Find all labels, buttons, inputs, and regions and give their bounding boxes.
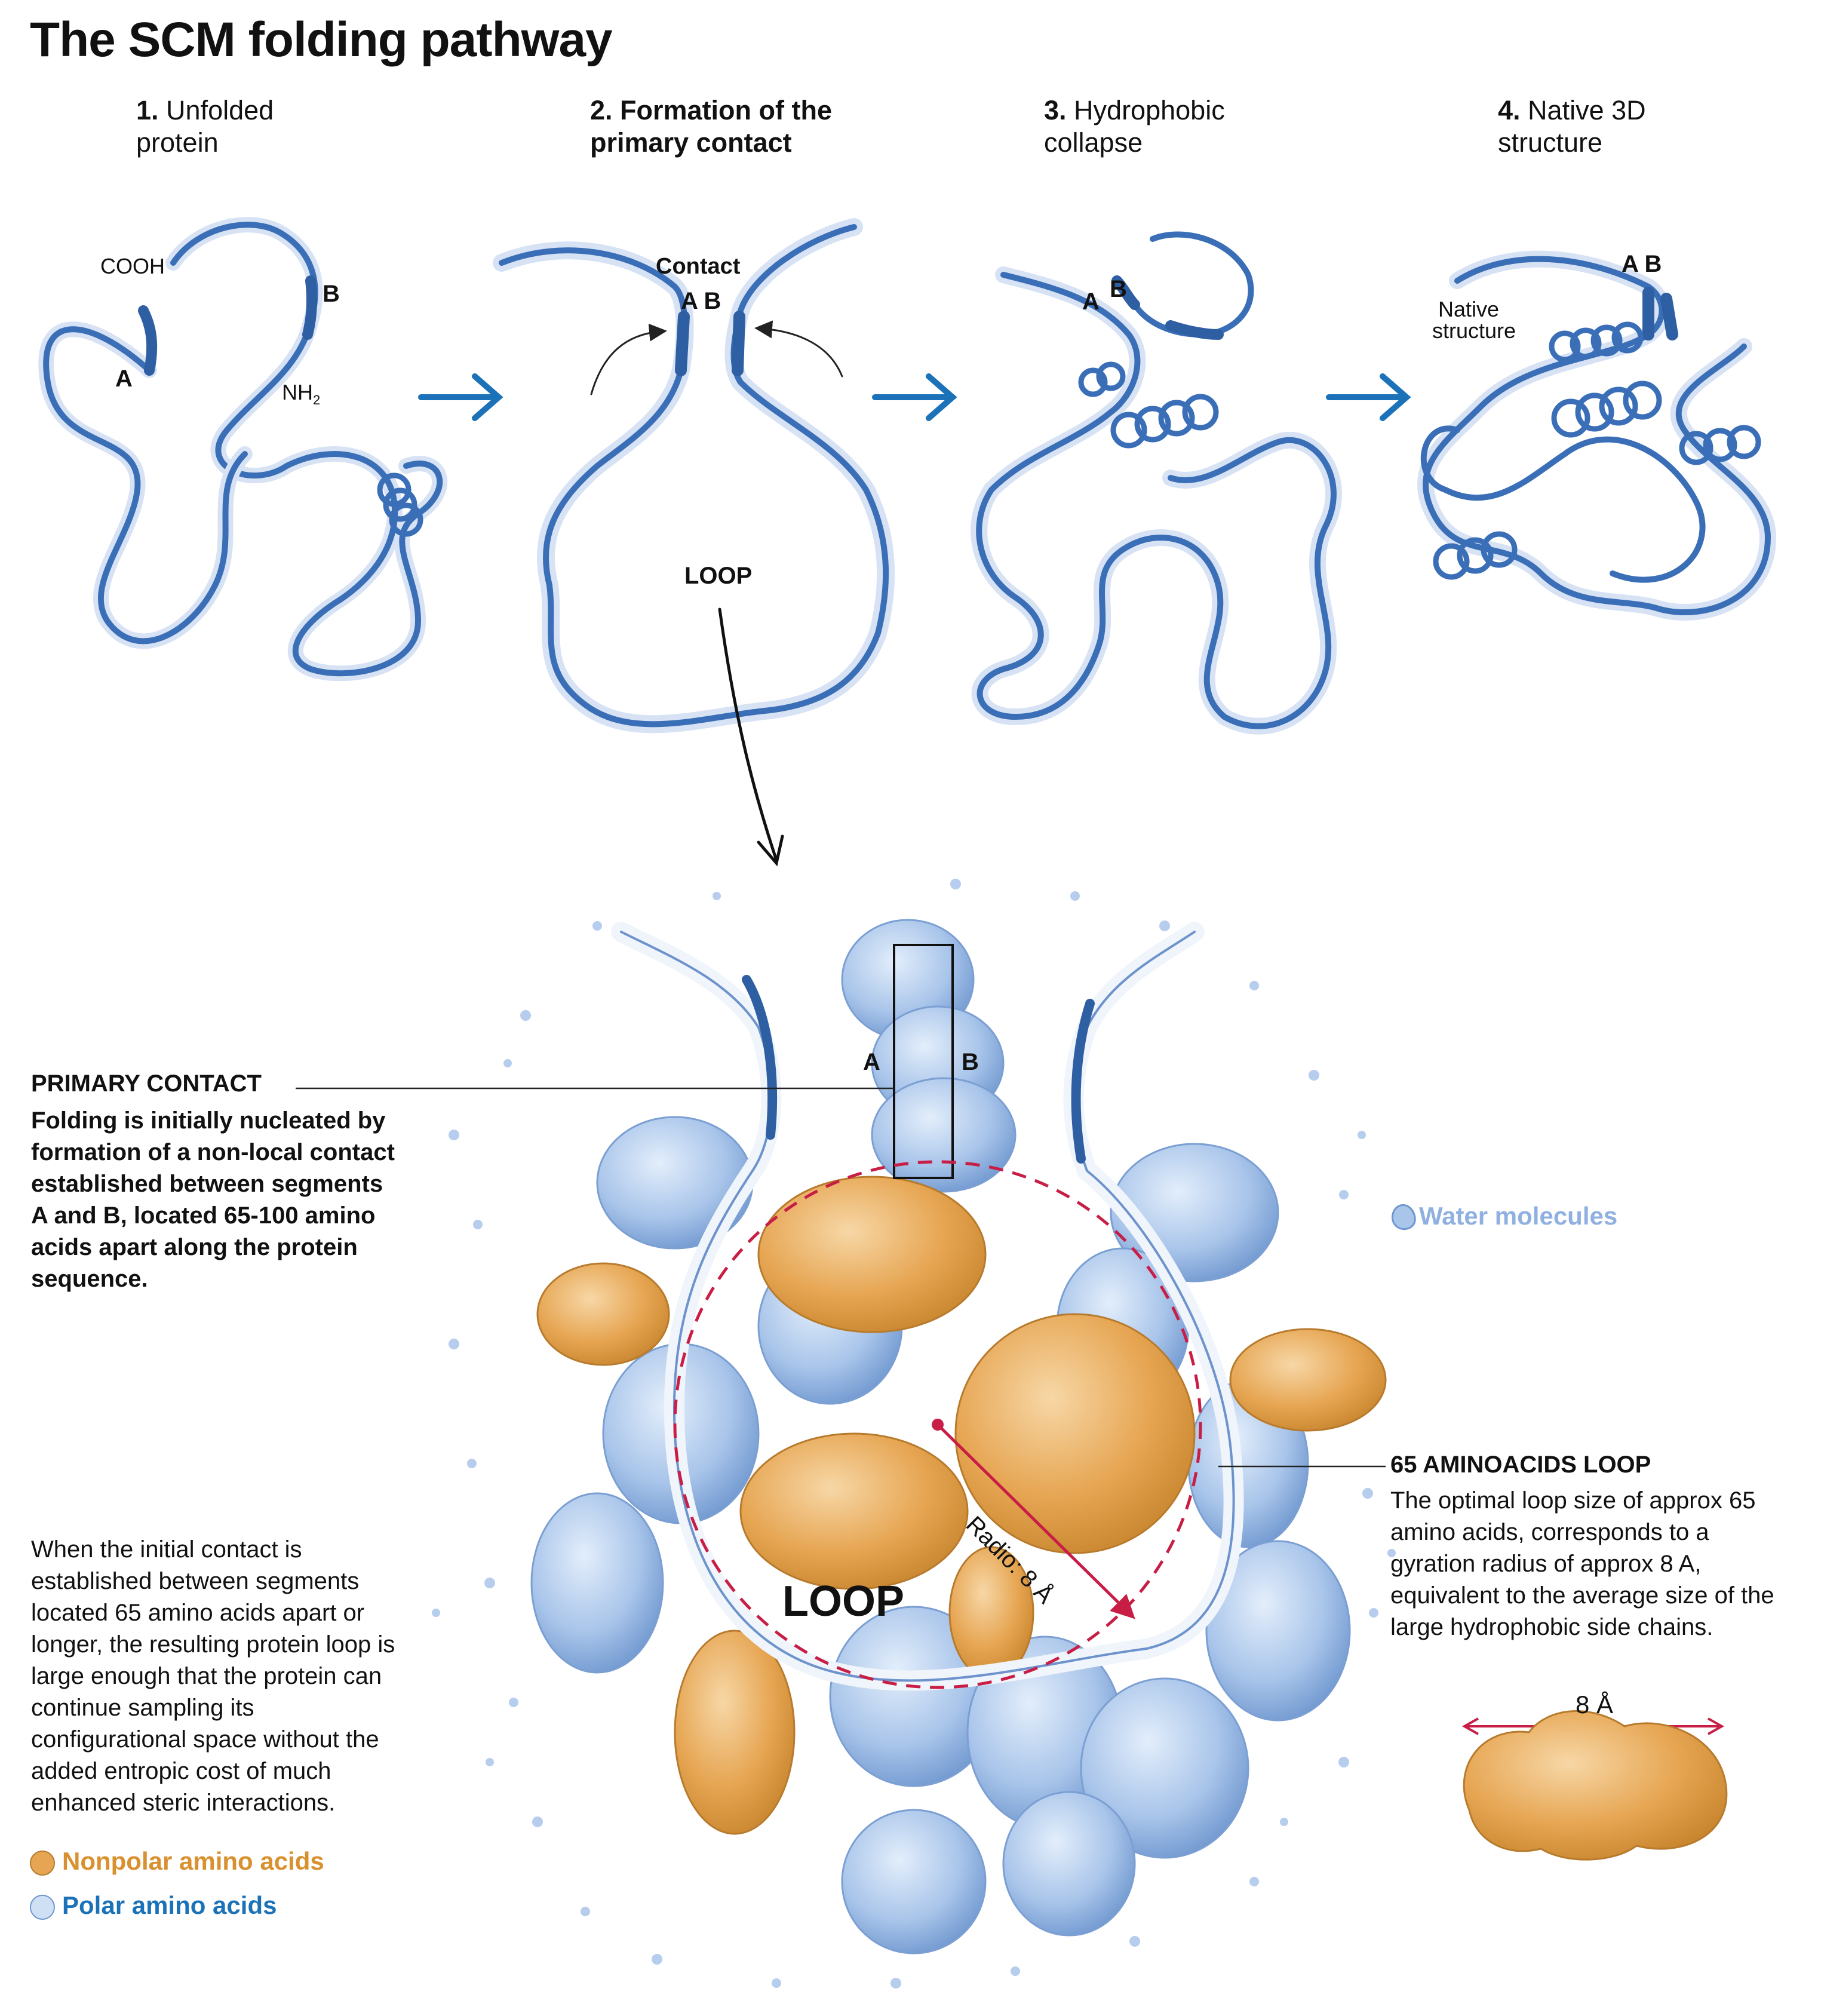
radius-arrow <box>936 1423 1135 1619</box>
primary-contact-heading: PRIMARY CONTACT <box>31 1070 262 1097</box>
collapse-a-label: A <box>1082 289 1100 315</box>
nonpolar-swatch-icon <box>30 1850 55 1876</box>
bottom-protein-chain <box>611 922 1244 1691</box>
water-icon <box>1391 1204 1416 1231</box>
eight-angstrom-label: 8 Å <box>1576 1690 1614 1719</box>
collapse-b-label: B <box>1110 276 1127 302</box>
water-legend-label: Water molecules <box>1419 1202 1618 1230</box>
segment-a-label: A <box>115 366 133 392</box>
left-note-text: When the initial contact is established … <box>31 1536 395 1816</box>
native-ab-label: A B <box>1622 251 1662 277</box>
loop-note-heading: 65 AMINOACIDS LOOP <box>1390 1452 1651 1478</box>
contact-box <box>893 944 954 1179</box>
water-molecule-dots <box>432 879 1396 1989</box>
contact-label: Contact <box>656 254 741 279</box>
legend-polar: Polar amino acids <box>30 1891 277 1920</box>
step-arrows <box>418 373 1411 421</box>
nh2-label: NH2 <box>282 380 321 408</box>
loop-big-label: LOOP <box>782 1578 905 1625</box>
loop-small-label: LOOP <box>684 563 753 589</box>
legend-nonpolar: Nonpolar amino acids <box>30 1847 324 1876</box>
nonpolar-amino-acid-blobs <box>536 1176 1387 1835</box>
page-title: The SCM folding pathway <box>30 13 613 67</box>
contact-ab-label: A B <box>681 288 721 314</box>
unfolded-protein-chain <box>38 217 448 682</box>
primary-contact-chain <box>493 218 895 867</box>
collapse-chain <box>971 231 1342 735</box>
cooh-label: COOH <box>100 254 165 278</box>
polar-swatch-icon <box>30 1894 55 1920</box>
loop-radius-circle <box>673 1160 1202 1689</box>
loop-note-text: The optimal loop size of approx 65 amino… <box>1390 1487 1774 1640</box>
native-chain <box>1417 250 1777 621</box>
bottom-b-label: B <box>962 1049 979 1075</box>
bottom-a-label: A <box>863 1049 880 1075</box>
eight-angstrom-scale <box>1461 1710 1728 1861</box>
primary-contact-text: Folding is initially nucleated by format… <box>31 1107 395 1292</box>
segment-b-label: B <box>323 281 340 307</box>
